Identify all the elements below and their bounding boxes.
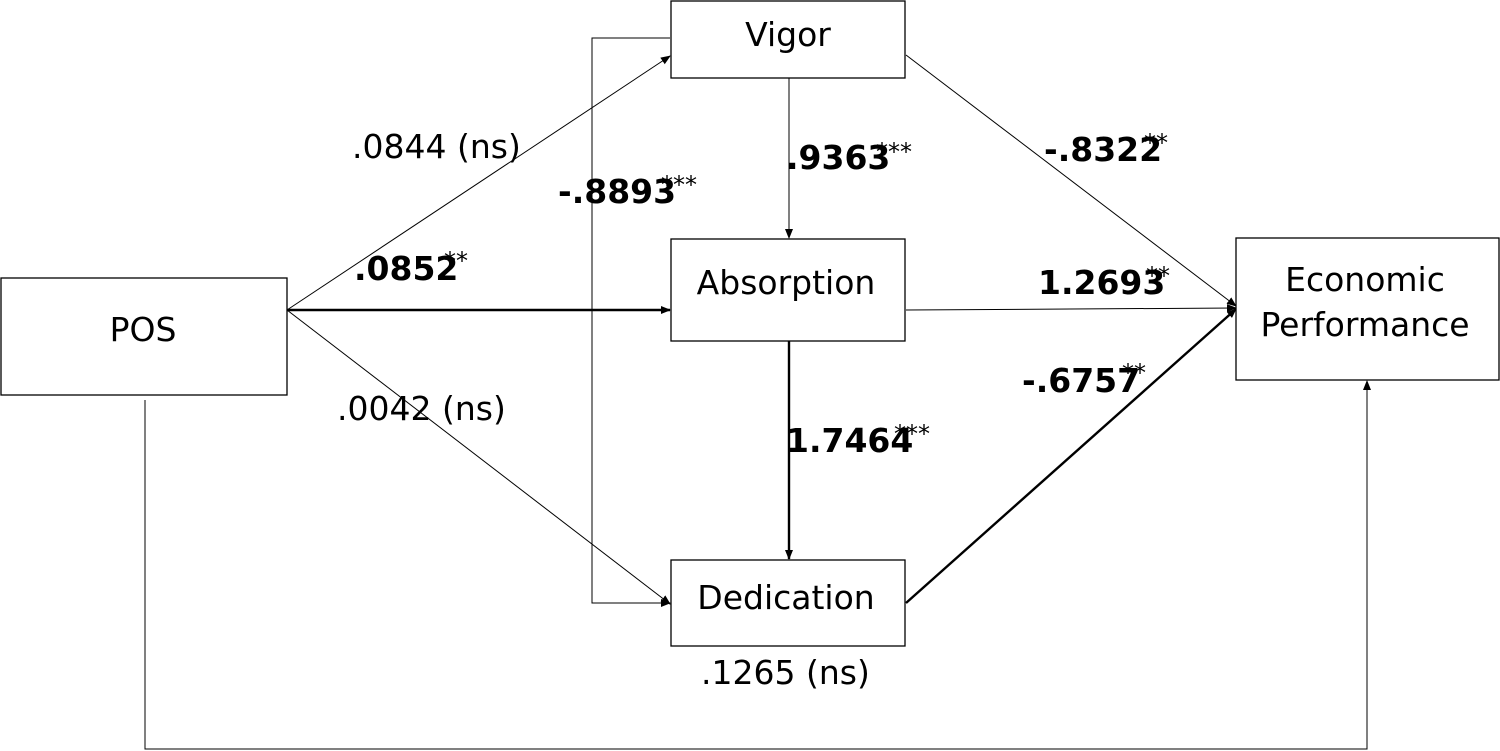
coef-absorption-economic-value: 1.2693 [1038,263,1165,302]
coef-dedication-economic-value: -.6757 [1022,361,1140,400]
coef-absorption-economic-stars: ** [1146,262,1170,290]
edge-pos-vigor [286,55,671,311]
coef-vigor-absorption-value: .9363 [786,138,890,177]
coef-vigor-dedication: -.8893 *** [558,171,697,211]
coef-pos-economic: .1265 (ns) [701,653,870,692]
coef-pos-absorption-value: .0852 [354,249,458,288]
node-vigor-label: Vigor [745,15,831,54]
coef-vigor-dedication-value: -.8893 [558,172,676,211]
node-pos-label: POS [110,310,177,349]
coef-pos-vigor-value: .0844 (ns) [352,127,521,166]
node-dedication: Dedication [670,559,906,647]
edge-pos-economic [144,380,1371,750]
edge-dedication-economic [905,308,1237,604]
node-absorption-label: Absorption [697,263,876,302]
coef-pos-absorption-stars: ** [444,247,468,275]
coef-pos-dedication: .0042 (ns) [337,389,506,428]
coef-vigor-economic: -.8322 ** [1044,129,1168,169]
coef-absorption-dedication-value: 1.7464 [786,421,913,460]
node-absorption: Absorption [670,238,906,342]
node-pos: POS [0,277,288,396]
coef-dedication-economic-stars: ** [1122,359,1146,387]
coef-vigor-economic-value: -.8322 [1044,130,1162,169]
node-dedication-label: Dedication [697,578,874,617]
coef-vigor-absorption: .9363 *** [786,138,912,177]
coef-vigor-absorption-stars: *** [876,138,912,166]
coef-pos-vigor: .0844 (ns) [352,127,521,166]
node-economic-performance: Economic Performance [1235,237,1500,381]
coef-pos-dedication-value: .0042 (ns) [337,389,506,428]
node-vigor: Vigor [670,0,906,79]
coef-pos-absorption: .0852 ** [354,247,468,288]
coef-absorption-economic: 1.2693 ** [1038,262,1170,302]
coef-pos-economic-value: .1265 (ns) [701,653,870,692]
edge-pos-dedication [286,309,671,605]
coef-dedication-economic: -.6757 ** [1022,359,1146,400]
node-economic-label-line2: Performance [1260,305,1469,344]
edge-vigor-economic [905,54,1237,307]
edge-vigor-dedication [591,37,671,607]
coef-vigor-dedication-stars: *** [661,171,697,199]
node-economic-label-line1: Economic [1285,260,1445,299]
coef-absorption-dedication-stars: *** [894,420,930,448]
edge-absorption-economic [905,304,1237,313]
coef-vigor-economic-stars: ** [1144,129,1168,157]
coef-absorption-dedication: 1.7464 *** [786,420,930,460]
